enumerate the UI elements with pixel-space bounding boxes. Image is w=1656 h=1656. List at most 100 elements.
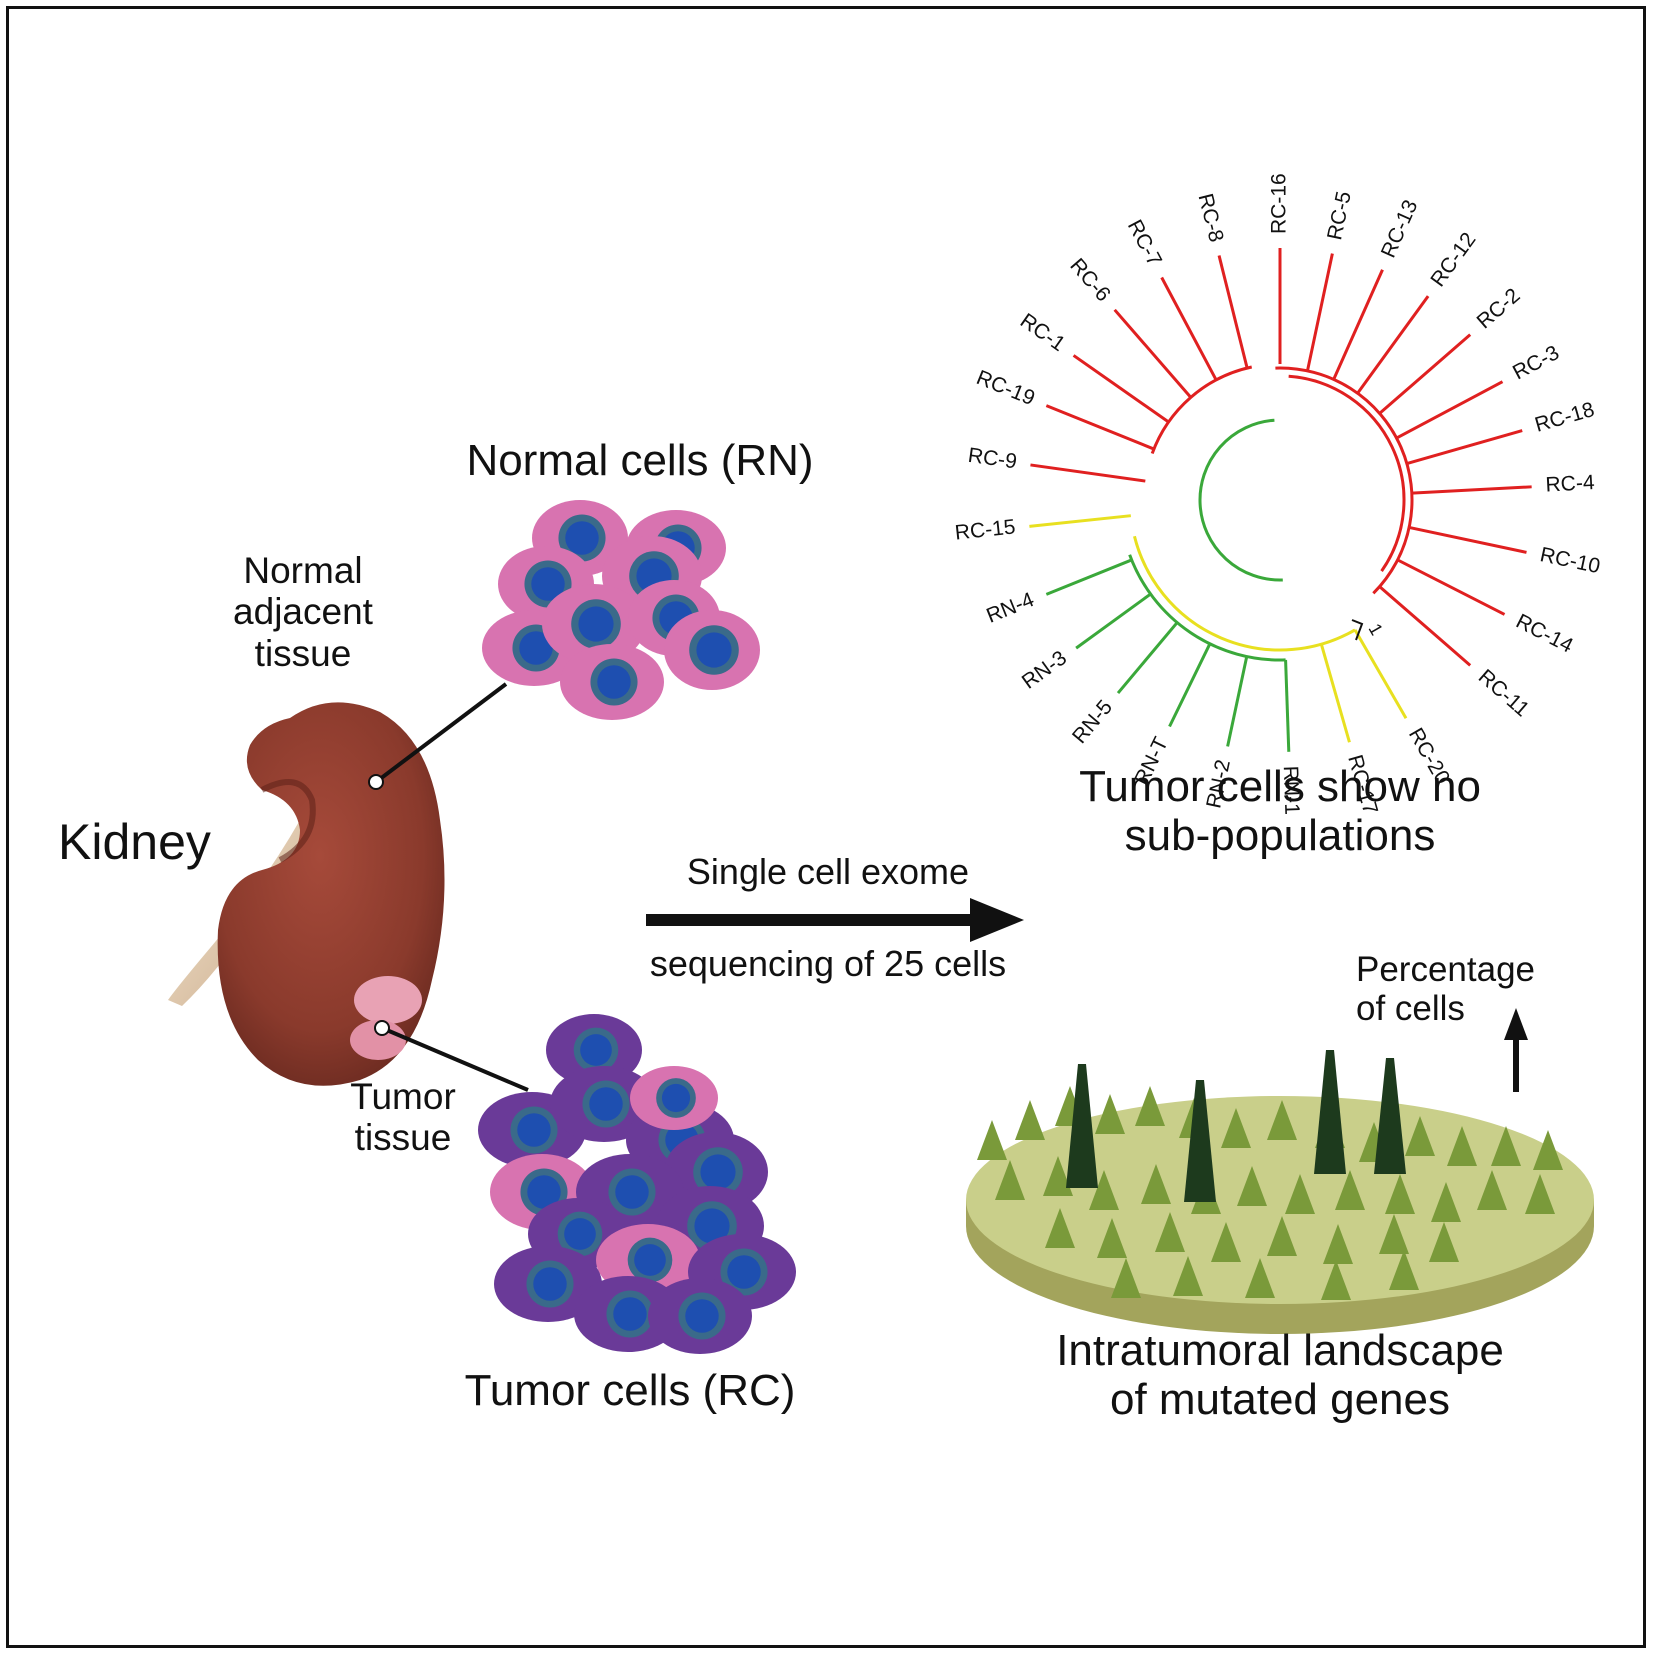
tumor-nucleus — [580, 1034, 612, 1066]
small-peak — [1285, 1174, 1315, 1214]
tree-branch-rc-4 — [1411, 485, 1532, 495]
mutation-landscape — [966, 1050, 1594, 1334]
tumor-nucleus — [685, 1299, 719, 1333]
landscape-caption: Intratumoral landscape of mutated genes — [1000, 1326, 1560, 1425]
normal-nucleus — [531, 567, 565, 601]
normal-pointer-line — [374, 682, 508, 784]
arrow-top-label: Single cell exome — [686, 851, 970, 892]
normal-cells-label: Normal cells (RN) — [466, 436, 814, 485]
tree-backbone — [1198, 418, 1283, 582]
tall-peak — [1374, 1058, 1406, 1174]
tree-branch-rc-8 — [1217, 255, 1249, 369]
small-peak — [1089, 1170, 1119, 1210]
small-peak — [1045, 1208, 1075, 1248]
tree-leaf-label: RC-8 — [1194, 191, 1228, 244]
tree-branch-rc-18 — [1406, 429, 1523, 466]
tumor-cell-2 — [550, 1066, 658, 1142]
tree-green-arc — [1128, 554, 1286, 662]
tumor-cells-cluster — [478, 1014, 796, 1354]
tree-branch-rc-3 — [1395, 380, 1504, 440]
small-peak — [1323, 1224, 1353, 1264]
tree-red-arc-left — [1150, 365, 1253, 454]
tree-branch-rc-11 — [1378, 585, 1472, 667]
tree-leaf-label: RC-5 — [1323, 189, 1356, 242]
small-peak — [1321, 1260, 1351, 1300]
small-peak — [1491, 1126, 1521, 1166]
kidney-hilum — [260, 779, 316, 863]
small-peak — [1525, 1174, 1555, 1214]
nat-line-3: tissue — [254, 632, 352, 674]
small-peak — [1173, 1256, 1203, 1296]
tree-leaf-label: RN-1 — [1279, 765, 1304, 815]
tumor-nucleus — [589, 1087, 623, 1121]
tall-peak — [1314, 1050, 1346, 1174]
tree-branch-rc-12 — [1356, 295, 1430, 395]
small-peak — [1015, 1100, 1045, 1140]
normal-nucleus — [696, 632, 732, 668]
landscape-caption-line-2: of mutated genes — [1109, 1375, 1450, 1425]
tree-branch-rc-7 — [1160, 276, 1218, 381]
small-peak — [1097, 1218, 1127, 1258]
tree-leaf-label: RC-1 — [1016, 309, 1069, 356]
tree-branch-rc-9 — [1030, 463, 1146, 483]
sequencing-arrow — [646, 898, 1024, 942]
tree-branch-rc-14 — [1396, 558, 1506, 616]
small-peak — [1043, 1156, 1073, 1196]
small-peak — [1221, 1108, 1251, 1148]
tree-branch-rn-t — [1168, 643, 1212, 728]
small-peak — [1245, 1258, 1275, 1298]
tumor-nucleus — [533, 1267, 567, 1301]
tumor-nucleus — [694, 1208, 730, 1244]
normal-cell-8 — [560, 644, 664, 720]
normal-nucleus — [578, 606, 614, 642]
figure-border — [6, 6, 1646, 1648]
tumor-nucleus — [527, 1175, 561, 1209]
tree-yellow-arc — [1133, 535, 1356, 652]
tree-branch-rc-13 — [1332, 269, 1384, 381]
arrow-bottom-label: sequencing of 25 cells — [649, 943, 1007, 984]
tree-leaf-label: RC-16 — [1268, 173, 1291, 234]
normal-cell-5 — [542, 584, 646, 664]
tumor-cell-10 — [494, 1246, 602, 1322]
nat-line-2: adjacent — [233, 591, 373, 633]
tumor-cell-13 — [648, 1278, 752, 1354]
tree-leaf-label: RC-19 — [973, 366, 1038, 410]
normal-nucleus — [519, 631, 553, 665]
tumor-nucleus — [564, 1218, 596, 1250]
tree-branch-rc-20 — [1353, 629, 1408, 719]
nat-line-1: Normal — [243, 550, 363, 591]
tree-leaf-label: RC-9 — [967, 444, 1019, 474]
tree-leaf-label: RC-15 — [954, 515, 1017, 544]
tree-leaf-label: RC-3 — [1509, 341, 1563, 384]
tree-scale-bracket — [1351, 619, 1364, 641]
tumor-nodule-lower — [350, 1020, 406, 1060]
percentage-line-2: of cells — [1356, 989, 1465, 1029]
tree-branch-rc-1 — [1072, 354, 1170, 424]
tree-red-arc-outer — [1275, 366, 1414, 595]
tree-branch-rn-1 — [1284, 659, 1291, 752]
tumor-pointer-line — [381, 1026, 529, 1092]
tree-branch-rc-15 — [1029, 514, 1131, 528]
small-peak — [1405, 1116, 1435, 1156]
tree-leaf-label: RC-18 — [1532, 398, 1597, 437]
small-peak — [1237, 1166, 1267, 1206]
tree-caption-line-1: Tumor cells show no — [1079, 762, 1481, 811]
tumor-nucleus — [661, 1083, 691, 1113]
tumor-nodule — [354, 976, 422, 1024]
tumor-cell-14 — [630, 1066, 718, 1130]
normal-nucleus — [597, 665, 631, 699]
tree-leaf-label: RN-3 — [1018, 646, 1071, 693]
tree-branch-rc-10 — [1408, 525, 1527, 554]
tree-leaf-label: RC-10 — [1538, 543, 1602, 578]
tree-branch-rn-2 — [1226, 656, 1249, 747]
percentage-line-1: Percentage — [1356, 950, 1536, 989]
small-peak — [1379, 1214, 1409, 1254]
tree-caption-line-2: sub-populations — [1124, 811, 1436, 861]
tree-scale-label: 1 — [1365, 620, 1387, 639]
small-peak — [1267, 1100, 1297, 1140]
tall-peak — [1184, 1080, 1216, 1202]
tree-branch-rn-5 — [1116, 621, 1179, 695]
small-peak — [977, 1120, 1007, 1160]
